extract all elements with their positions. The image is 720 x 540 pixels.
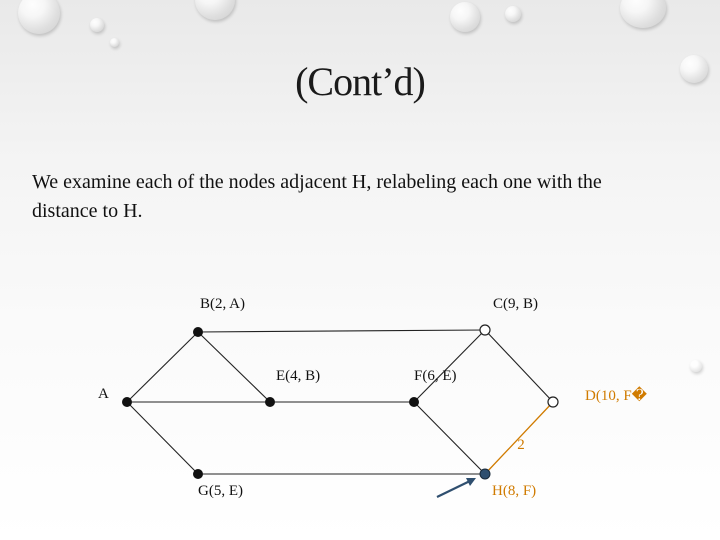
node-a xyxy=(122,397,132,407)
edge-a-b xyxy=(126,331,199,403)
water-drop-decoration xyxy=(110,38,119,47)
edge-b-c xyxy=(197,329,486,333)
edge-f-h xyxy=(413,401,486,475)
node-label-a: A xyxy=(98,386,109,402)
water-drop-decoration xyxy=(505,6,521,22)
node-f xyxy=(409,397,419,407)
node-label-d: D(10, F� xyxy=(585,386,648,404)
edge-h-d xyxy=(484,401,554,475)
node-c xyxy=(479,324,491,336)
node-e xyxy=(265,397,275,407)
slide-body-text: We examine each of the nodes adjacent H,… xyxy=(32,171,602,222)
water-drop-decoration xyxy=(90,18,104,32)
water-drop-decoration xyxy=(680,55,708,83)
node-label-e: E(4, B) xyxy=(276,368,320,384)
water-drop-decoration xyxy=(18,0,60,34)
water-drop-decoration xyxy=(450,2,480,32)
node-label-h: H(8, F) xyxy=(492,483,536,499)
node-label-c: C(9, B) xyxy=(493,296,538,312)
pointer-arrow-head xyxy=(466,478,476,486)
edge-b-e xyxy=(197,331,271,403)
pointer-arrow xyxy=(436,479,473,498)
edge-weight-h-d: 2 xyxy=(517,437,525,453)
node-label-b: B(2, A) xyxy=(200,296,245,312)
edge-c-d xyxy=(484,329,554,403)
node-label-g: G(5, E) xyxy=(198,483,243,499)
water-drop-decoration xyxy=(195,0,235,20)
node-label-f: F(6, E) xyxy=(414,368,457,384)
node-b xyxy=(193,327,203,337)
edge-a-g xyxy=(126,401,199,475)
node-g xyxy=(193,469,203,479)
edge-f-c xyxy=(413,329,486,403)
node-h xyxy=(479,468,491,480)
node-d xyxy=(547,396,559,408)
slide-title: (Cont’d) xyxy=(295,59,426,104)
water-drop-decoration xyxy=(690,360,702,372)
